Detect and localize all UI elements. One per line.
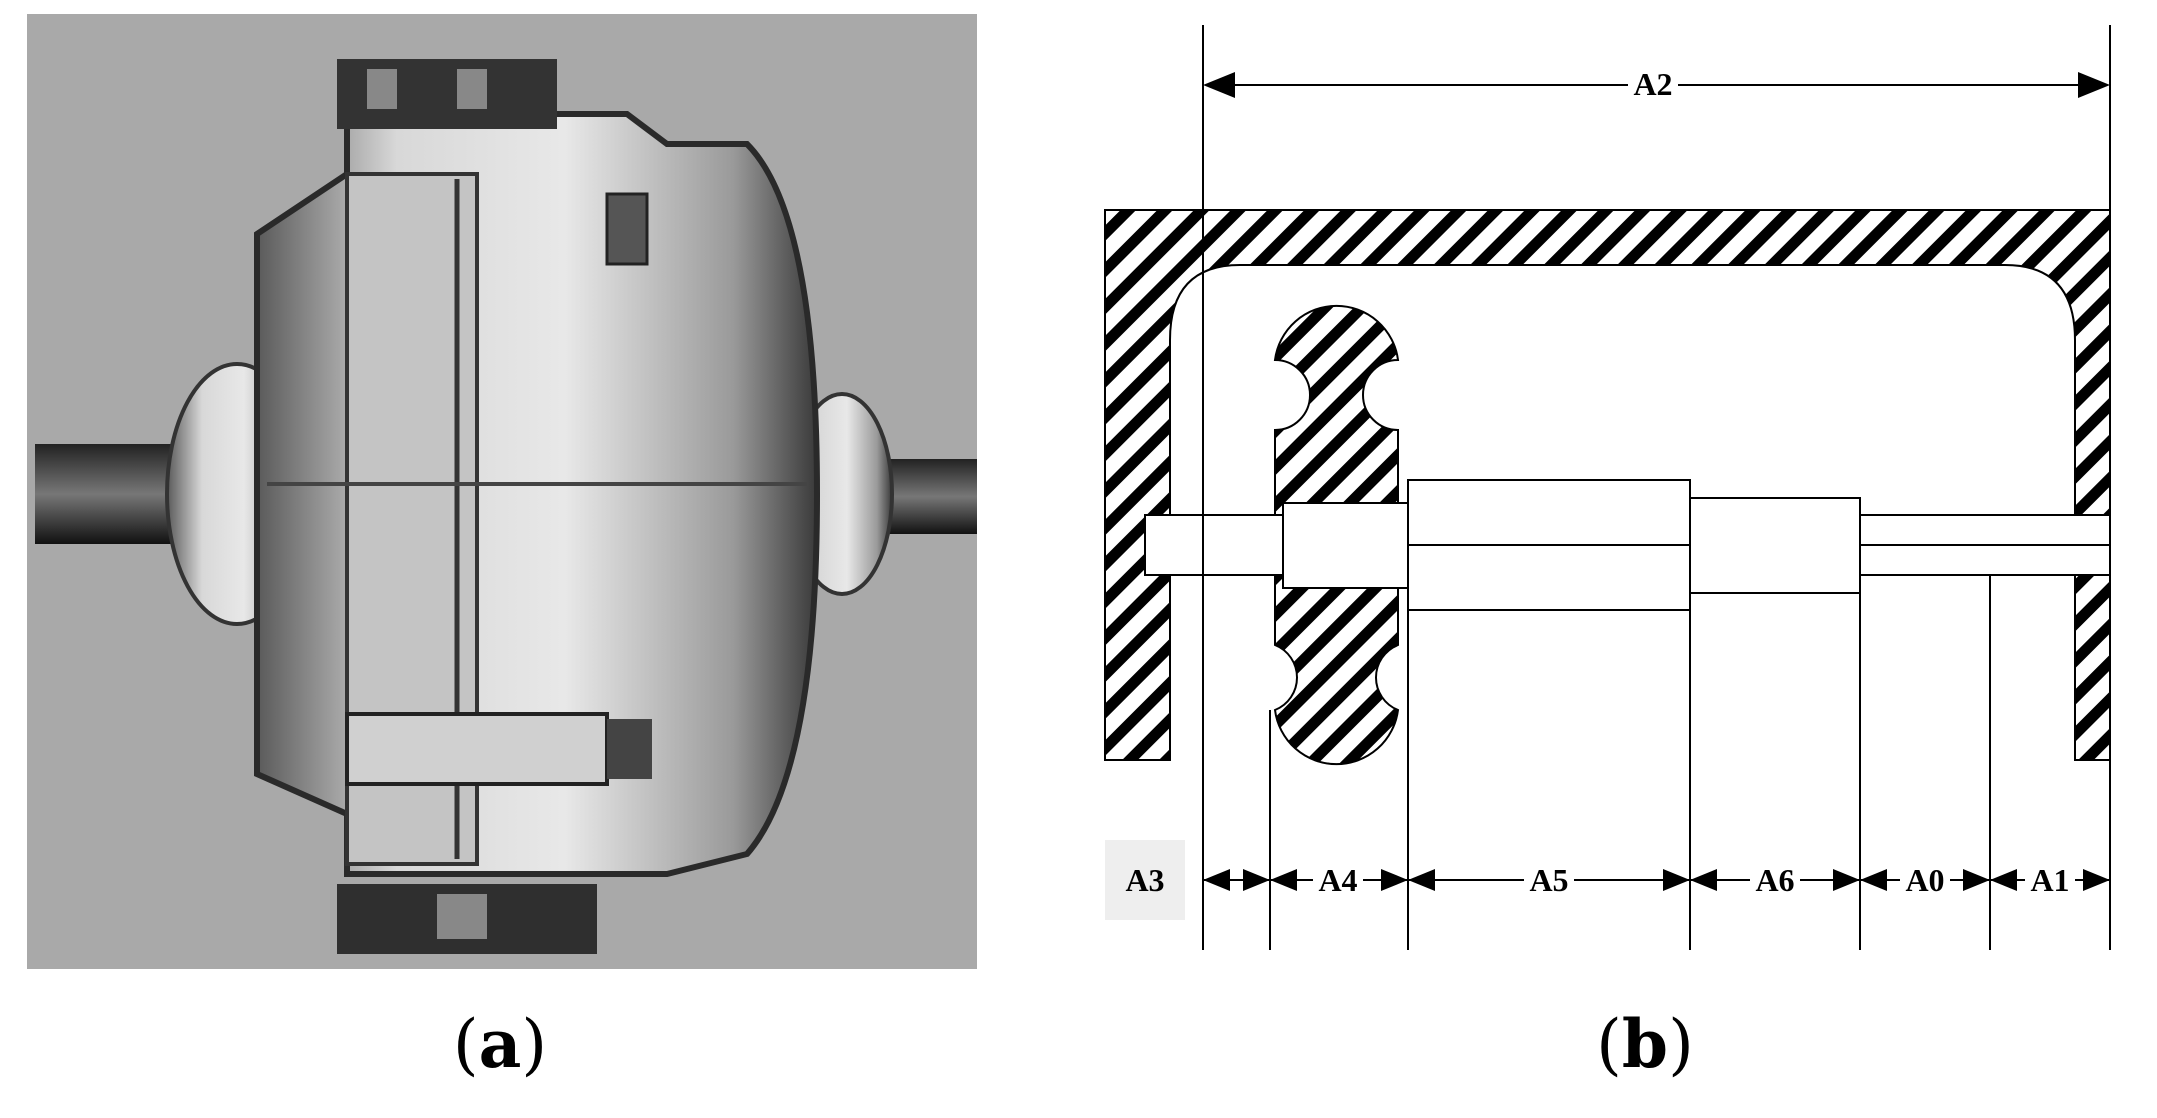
lower-mount-bracket [345,712,609,786]
arrow [1408,869,1435,891]
arrow [1270,869,1297,891]
gearbox-photo [27,14,977,969]
caption-b: (b) [1545,1005,1745,1083]
caption-b-open: ( [1596,1006,1622,1083]
label-bg [2025,862,2075,898]
caption-a-letter: a [478,1005,522,1083]
dimension-label-a6: A6 [1755,862,1794,898]
arrow [1690,869,1717,891]
dimension-label-a4: A4 [1318,862,1357,898]
shaft-mid-section [1689,497,1861,594]
shaft-gear-seat [1282,502,1409,589]
upper-bolt [605,192,649,266]
label-bg [1313,862,1363,898]
caption-b-letter: b [1621,1005,1669,1083]
arrow [1381,869,1408,891]
dimension-label-a2: A2 [1633,66,1672,102]
label-bg [1524,862,1574,898]
label-bg [1628,65,1678,103]
dimension-chain-diagram: A2 A3 A4 A5 A6 A0 A1 [1104,25,2111,950]
arrow [1990,869,2017,891]
arrow [1860,869,1887,891]
arrow [1663,869,1690,891]
shaft-left-stub [1144,514,1286,576]
arrow-right [2078,72,2110,98]
lower-bolt [607,719,652,779]
dimension-label-a5: A5 [1529,862,1568,898]
top-bolt [367,69,397,109]
arrow-left [1203,72,1235,98]
top-bolt [457,69,487,109]
arrow [2083,869,2110,891]
caption-b-close: ) [1668,1006,1694,1083]
dimension-label-a0: A0 [1905,862,1944,898]
label-bg [1750,862,1800,898]
dimension-label-a1: A1 [2030,862,2069,898]
arrow [1243,869,1270,891]
housing-section [1104,209,2111,761]
dimension-label-a3: A3 [1125,862,1164,898]
label-bg [1900,862,1950,898]
left-shaft [35,444,185,544]
caption-a-open: ( [452,1006,479,1083]
bottom-bolt [437,894,487,939]
a3-label-box [1105,840,1185,920]
arrow [1203,869,1230,891]
arrow [1963,869,1990,891]
caption-a-close: ) [521,1006,548,1083]
arrow [1833,869,1860,891]
caption-a: (a) [400,1005,600,1083]
